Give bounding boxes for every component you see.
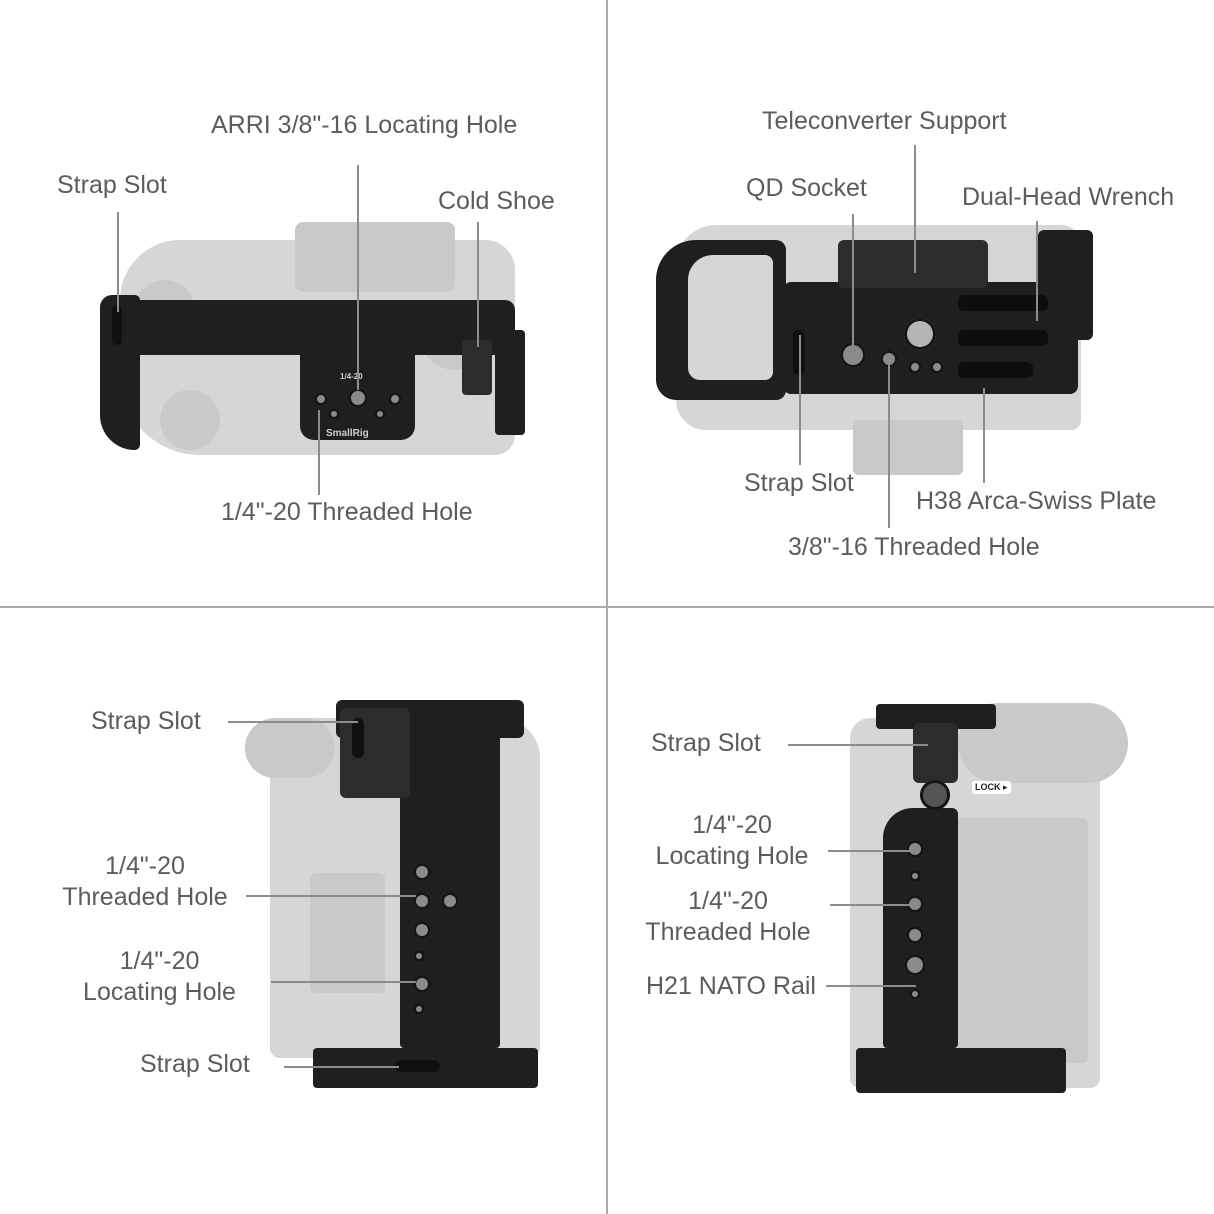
- label-threaded-hole: 1/4"-20 Threaded Hole: [638, 886, 818, 948]
- wrench-bracket: [1038, 230, 1093, 340]
- label-nato-rail: H21 NATO Rail: [646, 972, 816, 1000]
- threaded-hole-38: [880, 350, 898, 368]
- leader-threaded-hole: [318, 410, 320, 495]
- port-door-ghost: [310, 873, 385, 993]
- lens-knob-ghost: [160, 390, 220, 450]
- leader-nato-rail: [826, 985, 916, 987]
- side-hole-2: [413, 892, 431, 910]
- strap-slot-top-visual: [352, 718, 364, 758]
- label-threaded-hole: 1/4"-20 Threaded Hole: [55, 851, 235, 913]
- label-threaded-hole-line1: 1/4"-20: [688, 887, 768, 915]
- label-strap-slot-bottom: Strap Slot: [140, 1050, 250, 1078]
- label-qd-socket: QD Socket: [746, 174, 867, 202]
- side-hole-4: [413, 921, 431, 939]
- label-dual-head-wrench: Dual-Head Wrench: [962, 183, 1175, 211]
- leader-strap-slot-top: [228, 721, 358, 723]
- leader-qd-socket: [852, 214, 854, 346]
- strap-slot-bottom-visual: [395, 1060, 440, 1072]
- leader-arca-plate: [983, 388, 985, 483]
- label-arca-plate: H38 Arca-Swiss Plate: [916, 487, 1157, 515]
- leader-threaded-hole: [246, 895, 416, 897]
- top-strap-loop: [340, 708, 410, 798]
- side-hole-3: [441, 892, 459, 910]
- eyecup-ghost: [245, 718, 335, 778]
- label-strap-slot: Strap Slot: [744, 469, 854, 497]
- leader-strap-slot: [788, 744, 928, 746]
- label-locating-hole-line2: Locating Hole: [83, 978, 236, 1006]
- base-hole-a: [908, 360, 922, 374]
- lock-knob: [920, 780, 950, 810]
- qd-socket: [840, 342, 866, 368]
- leader-cold-shoe: [477, 222, 479, 347]
- leader-threaded-hole: [888, 360, 890, 528]
- side-hole-6: [413, 975, 431, 993]
- label-threaded-hole-line2: Threaded Hole: [645, 918, 811, 946]
- arri-hole: [348, 388, 368, 408]
- top-strap-loop: [913, 723, 958, 783]
- threaded-hole-2: [388, 392, 402, 406]
- label-locating-hole: 1/4"-20 Locating Hole: [72, 946, 247, 1008]
- thread-engraving: 1/4-20: [340, 372, 363, 381]
- label-locating-hole: 1/4"-20 Locating Hole: [646, 810, 818, 872]
- leader-teleconverter-support: [914, 145, 916, 273]
- side-hole-1: [413, 863, 431, 881]
- viewfinder-hump-ghost: [295, 222, 455, 292]
- panel-top-view: SmallRig 1/4-20 ARRI 3/8"-16 Locating Ho…: [0, 0, 606, 606]
- brand-engraving: SmallRig: [326, 428, 369, 439]
- threaded-hole-3: [328, 408, 340, 420]
- side-hole-6: [909, 988, 921, 1000]
- leader-threaded-hole: [830, 904, 913, 906]
- grip-window: [688, 255, 773, 380]
- side-hole-2: [909, 870, 921, 882]
- panel-right-side: LOCK ▸ Strap Slot 1/4"-20 Locating Hole …: [608, 608, 1214, 1214]
- label-strap-slot: Strap Slot: [651, 729, 761, 757]
- side-hole-5: [904, 954, 926, 976]
- horizontal-divider: [0, 606, 1214, 608]
- cage-base: [856, 1048, 1066, 1093]
- label-locating-hole-line1: 1/4"-20: [119, 947, 200, 975]
- arca-slot-2: [958, 330, 1048, 346]
- leader-dual-head-wrench: [1036, 221, 1038, 321]
- side-hole-7: [413, 1003, 425, 1015]
- label-locating-hole-line1: 1/4"-20: [692, 811, 772, 839]
- lens-mount-ghost: [853, 420, 963, 475]
- cold-shoe-block: [462, 340, 492, 395]
- side-hole-3: [906, 895, 924, 913]
- label-threaded-hole: 3/8"-16 Threaded Hole: [788, 533, 1040, 561]
- label-threaded-hole: 1/4"-20 Threaded Hole: [221, 498, 473, 526]
- label-strap-slot-top: Strap Slot: [91, 707, 201, 735]
- main-screw: [904, 318, 936, 350]
- arca-slot-1: [958, 295, 1048, 311]
- cage-right-clamp: [495, 330, 525, 435]
- leader-strap-slot-bottom: [284, 1066, 399, 1068]
- label-cold-shoe: Cold Shoe: [438, 187, 555, 215]
- panel-left-side: Strap Slot 1/4"-20 Threaded Hole 1/4"-20…: [0, 608, 606, 1214]
- label-locating-hole-line2: Locating Hole: [655, 842, 809, 870]
- label-threaded-hole-line1: 1/4"-20: [105, 852, 185, 880]
- teleconverter-support-block: [838, 240, 988, 288]
- label-arri-hole: ARRI 3/8"-16 Locating Hole: [211, 111, 518, 139]
- leader-strap-slot: [117, 212, 119, 312]
- leader-locating-hole: [828, 850, 913, 852]
- threaded-hole-4: [374, 408, 386, 420]
- rear-screen-ghost: [953, 818, 1088, 1063]
- lock-label: LOCK ▸: [972, 781, 1011, 794]
- strap-slot-top-left: [112, 305, 122, 345]
- label-teleconverter-support: Teleconverter Support: [762, 107, 1007, 135]
- panel-bottom-view: Teleconverter Support QD Socket Dual-Hea…: [608, 0, 1214, 606]
- side-hole-1: [906, 840, 924, 858]
- base-hole-b: [930, 360, 944, 374]
- threaded-hole-1: [314, 392, 328, 406]
- side-hole-4: [906, 926, 924, 944]
- leader-strap-slot: [799, 335, 801, 465]
- arca-slot-3: [958, 362, 1033, 378]
- label-threaded-hole-line2: Threaded Hole: [62, 883, 228, 911]
- leader-arri-hole: [357, 165, 359, 390]
- leader-locating-hole: [271, 981, 416, 983]
- side-hole-5: [413, 950, 425, 962]
- label-strap-slot: Strap Slot: [57, 171, 167, 199]
